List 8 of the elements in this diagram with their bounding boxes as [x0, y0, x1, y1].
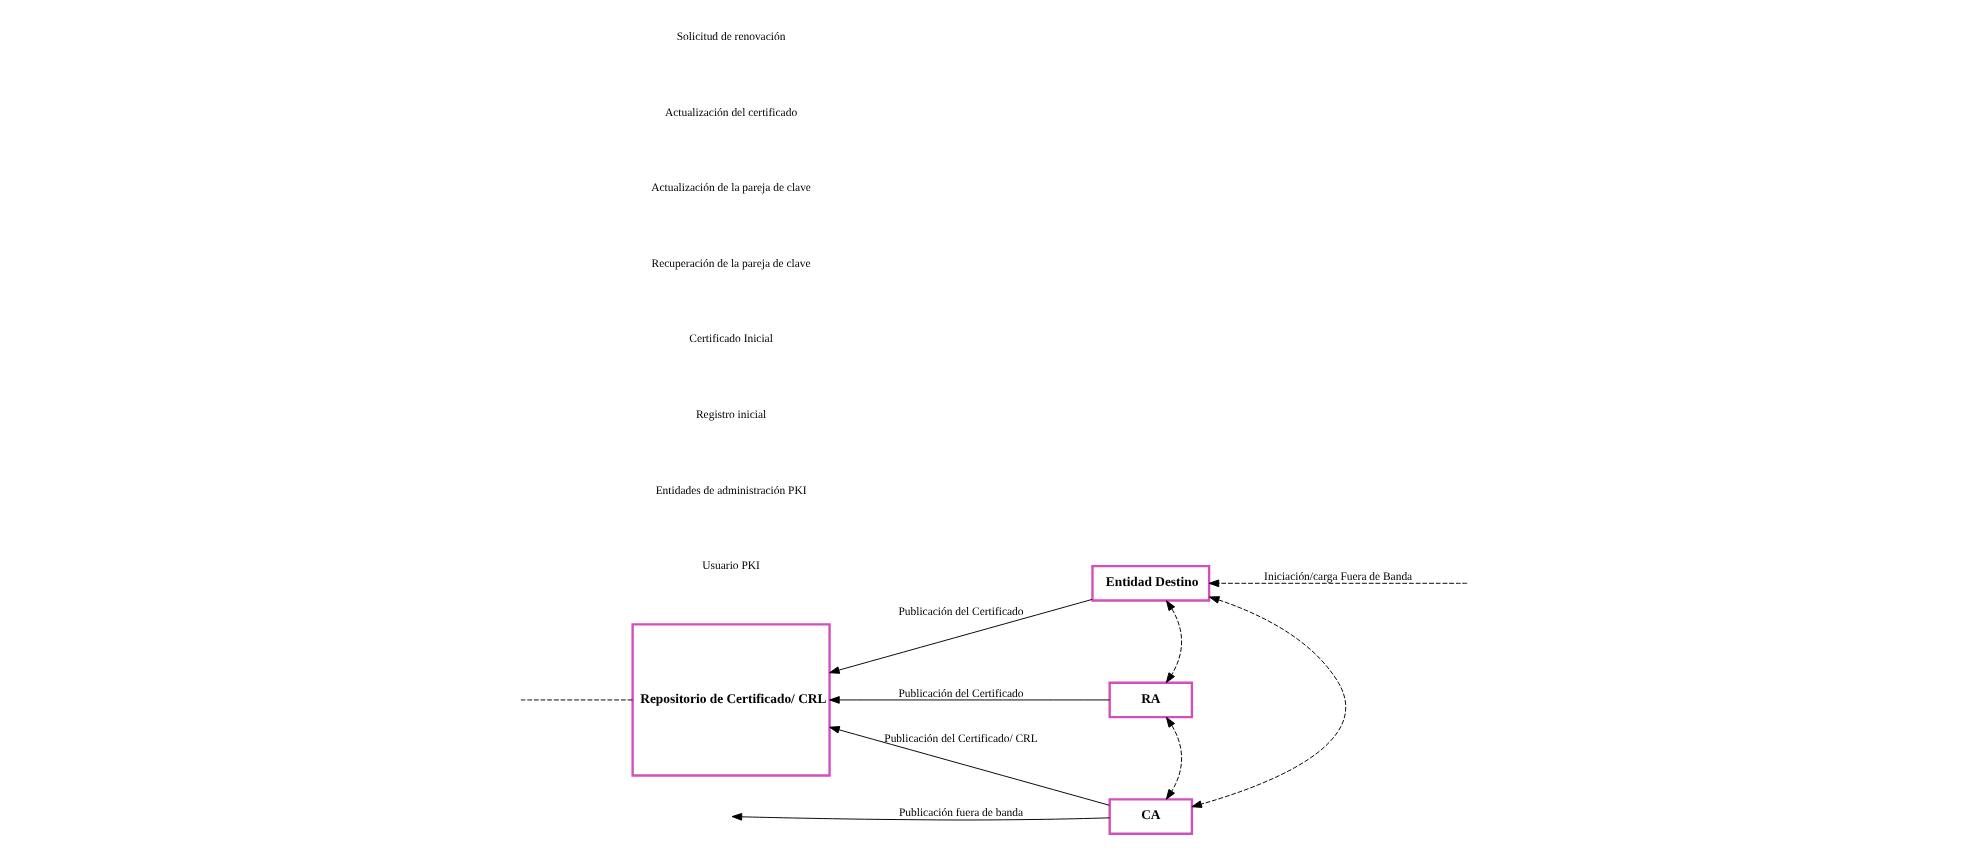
arrow: [829, 696, 1110, 704]
arrow: [829, 598, 1093, 674]
arrow: [1191, 596, 1347, 808]
arrow: [1165, 716, 1183, 800]
arrow: [1208, 579, 1468, 588]
arrow: [1165, 600, 1183, 684]
arrow: [829, 726, 1110, 806]
arrow: [731, 813, 1111, 821]
